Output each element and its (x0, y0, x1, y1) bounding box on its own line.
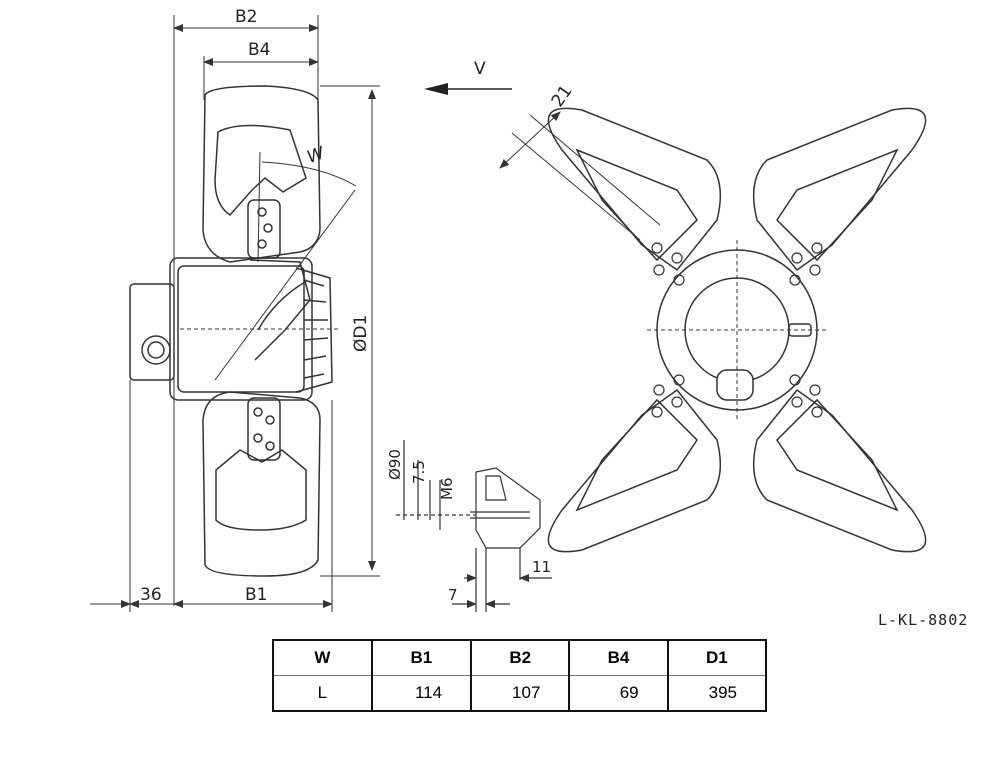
blade-bolts (651, 242, 823, 418)
cable-gland (141, 335, 171, 365)
table-header-b4: B4 (568, 639, 669, 676)
mounting-detail (396, 440, 552, 612)
table-cell-d1: 395 (666, 675, 768, 712)
upper-blade (202, 85, 321, 263)
table-cell-w: L (272, 675, 373, 712)
table-cell-b2: 107 (470, 675, 571, 712)
drawing-code: L-KL-8802 (878, 611, 968, 629)
front-blade-top-right (752, 107, 927, 272)
dim-b4-label: B4 (248, 40, 270, 60)
lower-blade (202, 391, 321, 577)
dim-11-label: 11 (532, 558, 551, 576)
mounting-detail-text: Ø90 7.5 M6 11 7 (386, 449, 551, 604)
side-view-dimension-text: B2 B4 W ØD1 36 B1 (140, 7, 371, 605)
dim-b1-label: B1 (245, 585, 267, 605)
dim-90-label: Ø90 (386, 449, 404, 480)
table-cell-b1: 114 (370, 675, 473, 712)
dim-36-label: 36 (140, 585, 162, 605)
front-blade-bottom-right (752, 388, 927, 553)
table-header-w: W (272, 639, 373, 676)
dim-d1-label: ØD1 (351, 315, 371, 352)
front-blade-bottom-left (547, 388, 722, 553)
dim-b2-label: B2 (235, 7, 257, 27)
table-header-b1: B1 (370, 639, 473, 676)
dim-w-label: W (304, 143, 328, 168)
dim-m6-label: M6 (438, 478, 456, 501)
dim-7-5-label: 7.5 (410, 460, 428, 484)
terminal-box (716, 369, 754, 401)
table-header-b2: B2 (470, 639, 571, 676)
table-header-row: W B1 B2 B4 D1 (272, 639, 768, 676)
table-row: L 114 107 69 395 (272, 675, 768, 712)
airflow-direction: V (424, 59, 512, 95)
table-header-d1: D1 (666, 639, 768, 676)
table-cell-b4: 69 (568, 675, 669, 712)
airflow-label: V (474, 59, 486, 79)
motor-housing (169, 257, 313, 401)
dim-21-label: 21 (548, 82, 577, 111)
dim-7-label: 7 (448, 586, 458, 604)
front-blade-top-left (547, 107, 722, 272)
dimension-table: W B1 B2 B4 D1 L 114 107 69 395 (272, 639, 768, 712)
front-view (499, 107, 927, 553)
side-view-dimensions (90, 15, 380, 612)
